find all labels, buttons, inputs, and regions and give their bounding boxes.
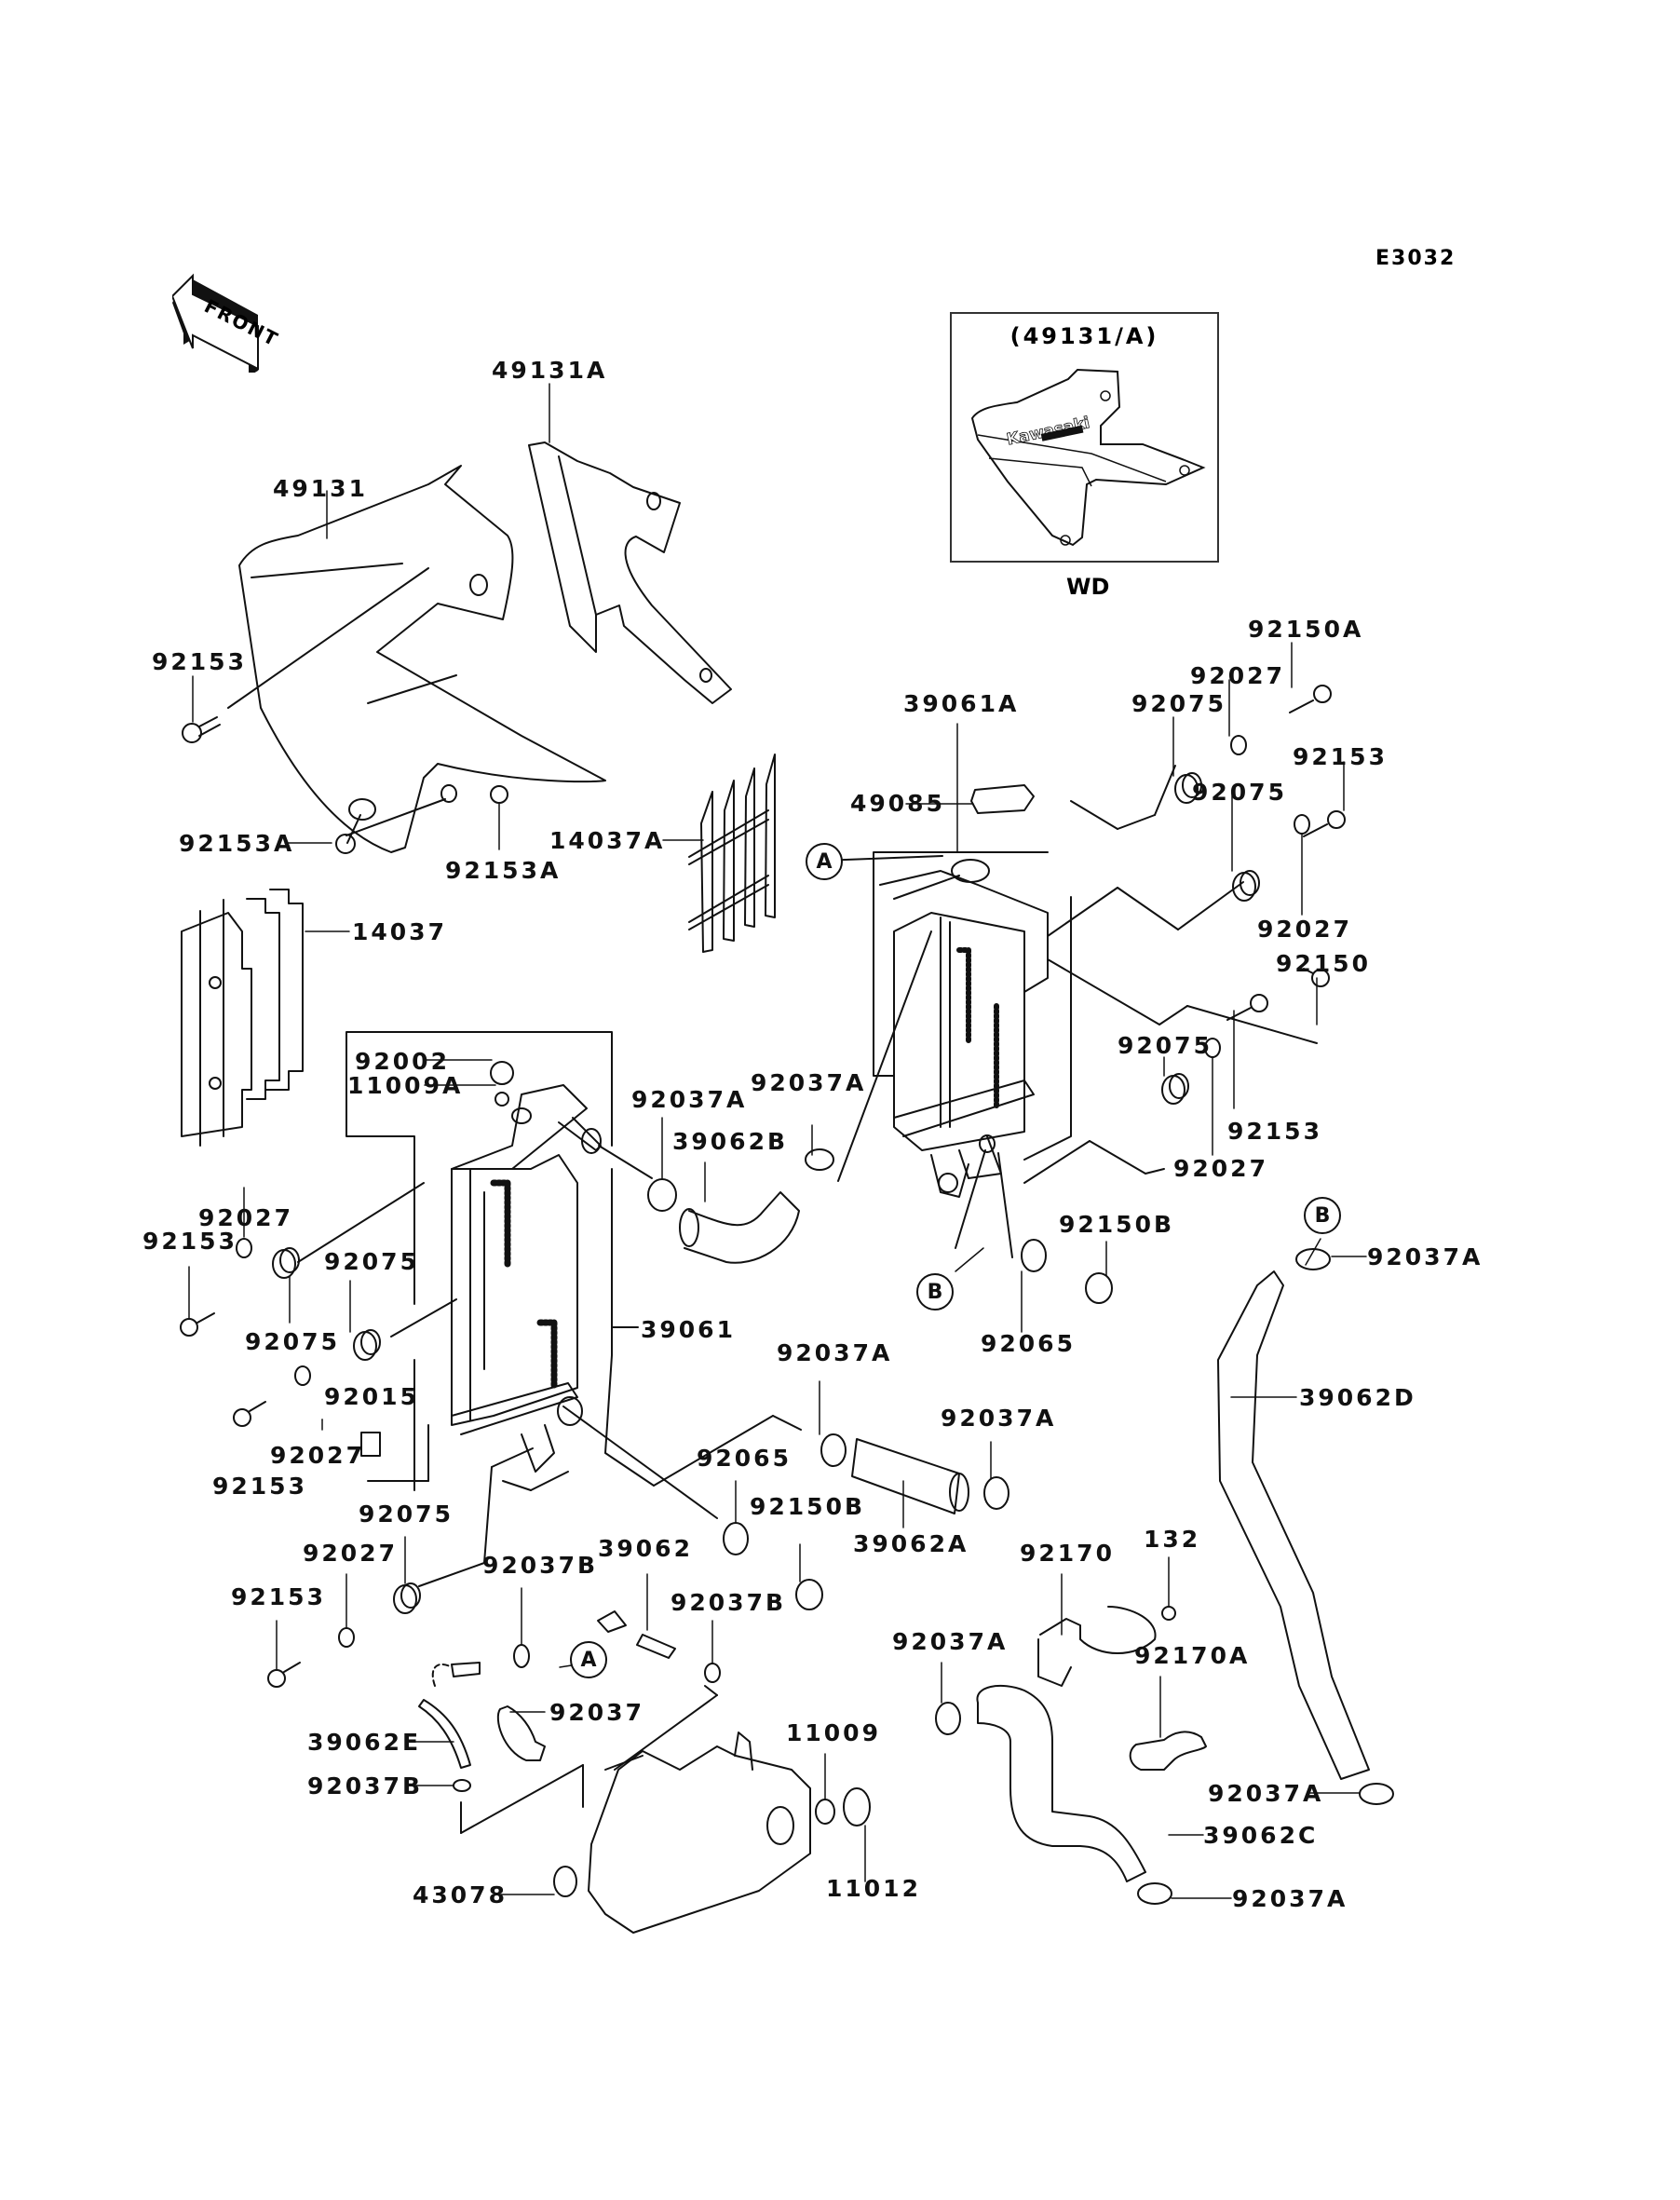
part-label: 92002: [355, 1048, 450, 1075]
gasket-92065: [1022, 1240, 1046, 1271]
part-label: 92153A: [445, 857, 562, 884]
bolt-92153-top: [183, 717, 220, 742]
part-label: 92037: [549, 1699, 644, 1726]
part-label: 39062B: [672, 1128, 789, 1155]
part-label: 92150B: [1059, 1211, 1175, 1238]
part-label: 49131A: [492, 357, 608, 384]
part-label: 92027: [303, 1540, 398, 1567]
leader-lines: [189, 384, 1366, 1898]
callout-B: B: [916, 1273, 954, 1310]
part-label: 43078: [413, 1881, 508, 1908]
callout-B-2: B: [1304, 1197, 1341, 1234]
part-label: 39061A: [903, 690, 1020, 717]
part-label: 92075: [1192, 779, 1287, 806]
part-label: 11009: [786, 1719, 881, 1746]
louver-14037A: [689, 754, 775, 952]
part-label: 92027: [1173, 1155, 1268, 1182]
part-label: 92015: [324, 1383, 419, 1410]
guard-14037: [182, 890, 303, 1146]
part-label: 92027: [1190, 662, 1285, 689]
part-label: 92153: [231, 1583, 326, 1610]
part-label: 92037A: [1232, 1885, 1348, 1912]
shroud-49131A: [529, 442, 731, 703]
part-label: 49085: [850, 790, 945, 817]
clamps-92037A: [648, 1149, 1393, 1904]
part-label: 92150: [1276, 950, 1371, 977]
reservoir-43078: [589, 1746, 810, 1933]
part-label: 92027: [1257, 916, 1352, 943]
part-label: 92150B: [750, 1493, 866, 1520]
part-label: 39062D: [1299, 1384, 1416, 1411]
part-label: 92037A: [1208, 1780, 1324, 1807]
part-label: 92075: [245, 1328, 340, 1355]
part-label: 92037A: [892, 1628, 1009, 1655]
variant-inset: (49131/A) Kawasaki: [950, 312, 1219, 563]
hose-39062C: [977, 1686, 1145, 1881]
part-label: 11009A: [347, 1072, 464, 1099]
part-label: 92153: [212, 1473, 307, 1500]
holder-92037: [498, 1706, 545, 1760]
part-label: 39061: [641, 1316, 736, 1343]
front-arrow-icon: FRONT: [170, 270, 284, 376]
part-label: 92075: [359, 1501, 454, 1528]
diagram-code: E3032: [1375, 247, 1456, 270]
hose-39062E: [419, 1700, 470, 1768]
hose-39062B: [684, 1192, 799, 1263]
part-label: 92075: [1118, 1032, 1213, 1059]
part-label: 11012: [826, 1875, 921, 1902]
part-label: 39062: [598, 1535, 693, 1562]
callout-A-2: A: [570, 1641, 607, 1678]
hose-39062D: [1218, 1271, 1369, 1779]
shroud-49131: [228, 466, 605, 852]
callout-A: A: [806, 843, 843, 880]
part-label: 92037A: [777, 1339, 893, 1366]
part-label: 92150A: [1248, 616, 1364, 643]
part-label: 92037A: [751, 1069, 867, 1096]
bolts: [181, 686, 1345, 1687]
clip-92015: [361, 1433, 380, 1456]
shroud-decal-drawing: Kawasaki: [952, 314, 1217, 561]
part-label: 92037B: [671, 1589, 787, 1616]
cap-cover-49085: [971, 785, 1034, 813]
part-label: 92037A: [1367, 1243, 1484, 1270]
part-label: 39062A: [853, 1530, 969, 1557]
part-label: 14037A: [549, 827, 666, 854]
part-label: 92153: [1227, 1118, 1322, 1145]
part-label: 92037A: [941, 1405, 1057, 1432]
part-label: 92027: [198, 1204, 293, 1231]
part-label: 132: [1144, 1526, 1201, 1553]
grommet-92075: [273, 773, 1259, 1613]
part-label: 14037: [352, 918, 447, 945]
inset-caption: WD: [1066, 574, 1110, 600]
part-label: 92075: [324, 1248, 419, 1275]
radiator-39061: [298, 1032, 801, 1586]
hose-39062A: [852, 1439, 959, 1514]
part-label: 92170A: [1134, 1642, 1251, 1669]
part-label: 92153A: [179, 830, 295, 857]
part-label: 92075: [1131, 690, 1226, 717]
clamp-92170A: [1131, 1731, 1206, 1770]
part-label: 92037B: [482, 1552, 599, 1579]
part-label: 49131: [273, 475, 368, 502]
bracket-92170: [1040, 1607, 1156, 1653]
part-label: 92027: [270, 1442, 365, 1469]
part-label: 92065: [697, 1445, 792, 1472]
radiator-39061A: [823, 766, 1317, 1257]
part-label: 92153: [152, 648, 247, 675]
inset-title: (49131/A): [1009, 323, 1159, 349]
part-label: 92065: [981, 1330, 1076, 1357]
part-label: 92037B: [307, 1772, 424, 1799]
part-label: 92153: [142, 1228, 237, 1255]
gasket-92065-2: [724, 1523, 748, 1555]
part-label: 39062E: [307, 1729, 422, 1756]
part-label: 92153: [1293, 743, 1388, 770]
part-label: 92170: [1020, 1540, 1115, 1567]
part-label: 39062C: [1203, 1822, 1319, 1849]
part-label: 92037A: [631, 1086, 748, 1113]
